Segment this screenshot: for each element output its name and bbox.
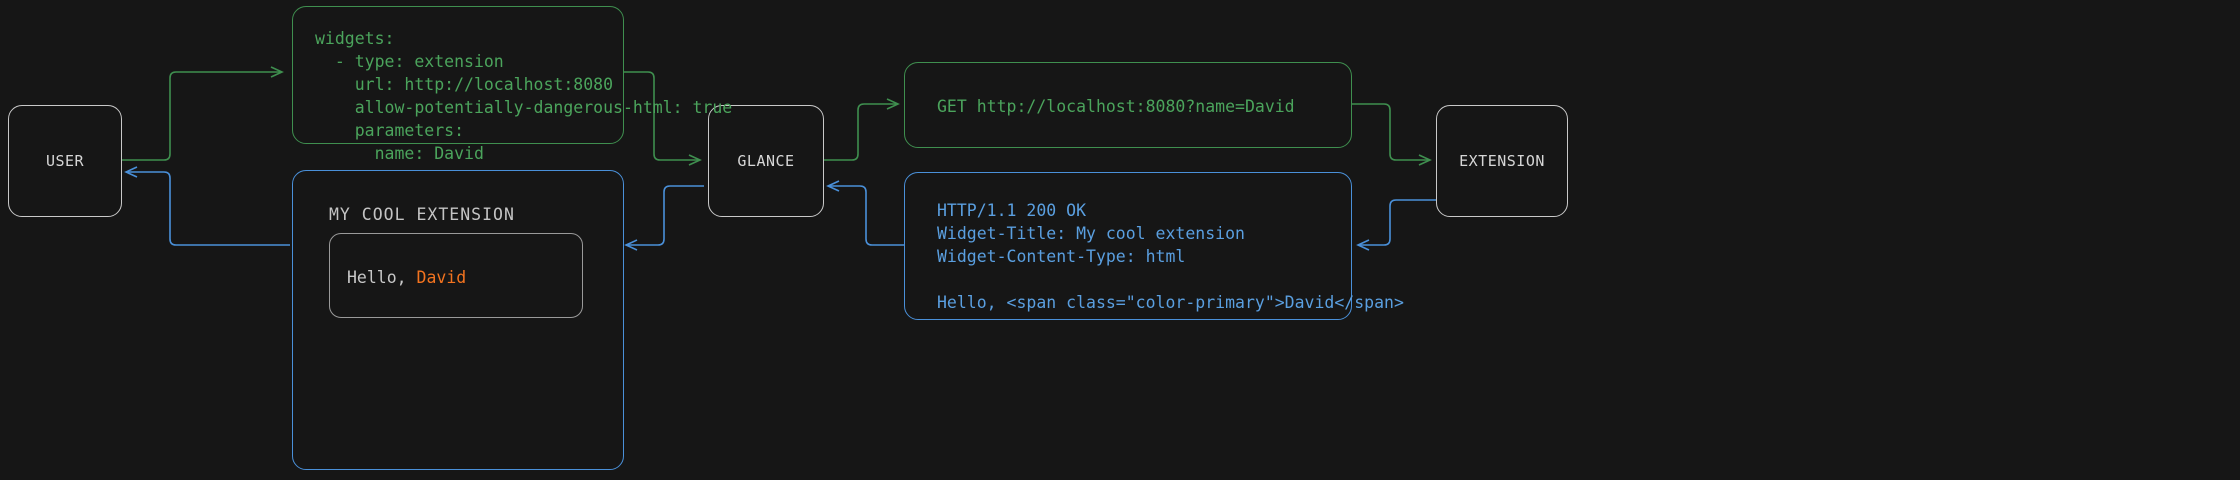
request-line-0: GET http://localhost:8080?name=David bbox=[937, 97, 1295, 116]
config-line-3: allow-potentially-dangerous-html: true bbox=[315, 98, 733, 117]
widget-greeting: Hello, bbox=[347, 268, 417, 287]
response-line-4: Hello, <span class="color-primary">David… bbox=[937, 293, 1404, 312]
widget-card bbox=[329, 233, 583, 318]
config-line-1: - type: extension bbox=[315, 52, 504, 71]
node-extension-label: EXTENSION bbox=[1459, 152, 1545, 170]
config-line-5: name: David bbox=[315, 144, 484, 163]
config-yaml-text: widgets: - type: extension url: http://l… bbox=[315, 27, 732, 165]
response-line-0: HTTP/1.1 200 OK bbox=[937, 201, 1087, 220]
edge-glance-to-request bbox=[822, 98, 900, 161]
response-line-2: Widget-Content-Type: html bbox=[937, 247, 1186, 266]
widget-card-text: Hello, David bbox=[347, 266, 466, 289]
node-user-label: USER bbox=[45, 152, 85, 170]
node-glance-label: GLANCE bbox=[737, 152, 795, 170]
node-glance[interactable]: GLANCE bbox=[708, 105, 824, 217]
http-response-text: HTTP/1.1 200 OK Widget-Title: My cool ex… bbox=[937, 199, 1404, 314]
node-user[interactable]: USER bbox=[8, 105, 122, 217]
edge-request-to-extension bbox=[1352, 103, 1432, 166]
edge-glance-to-widget bbox=[624, 185, 704, 251]
response-line-1: Widget-Title: My cool extension bbox=[937, 224, 1245, 243]
config-yaml-box: widgets: - type: extension url: http://l… bbox=[292, 6, 732, 163]
edge-widget-to-user bbox=[124, 166, 290, 246]
http-response-box: HTTP/1.1 200 OK Widget-Title: My cool ex… bbox=[904, 172, 1404, 320]
config-line-0: widgets: bbox=[315, 29, 395, 48]
config-line-2: url: http://localhost:8080 bbox=[315, 75, 614, 94]
widget-render-box: MY COOL EXTENSION Hello, David bbox=[292, 170, 624, 470]
http-request-text: GET http://localhost:8080?name=David bbox=[937, 95, 1295, 118]
config-line-4: parameters: bbox=[315, 121, 465, 140]
http-request-box: GET http://localhost:8080?name=David bbox=[904, 62, 1352, 148]
widget-name-accent: David bbox=[416, 268, 467, 287]
edge-user-to-config bbox=[120, 66, 284, 161]
node-extension[interactable]: EXTENSION bbox=[1436, 105, 1568, 217]
widget-title: MY COOL EXTENSION bbox=[329, 205, 515, 224]
edge-response-to-glance bbox=[826, 180, 904, 246]
